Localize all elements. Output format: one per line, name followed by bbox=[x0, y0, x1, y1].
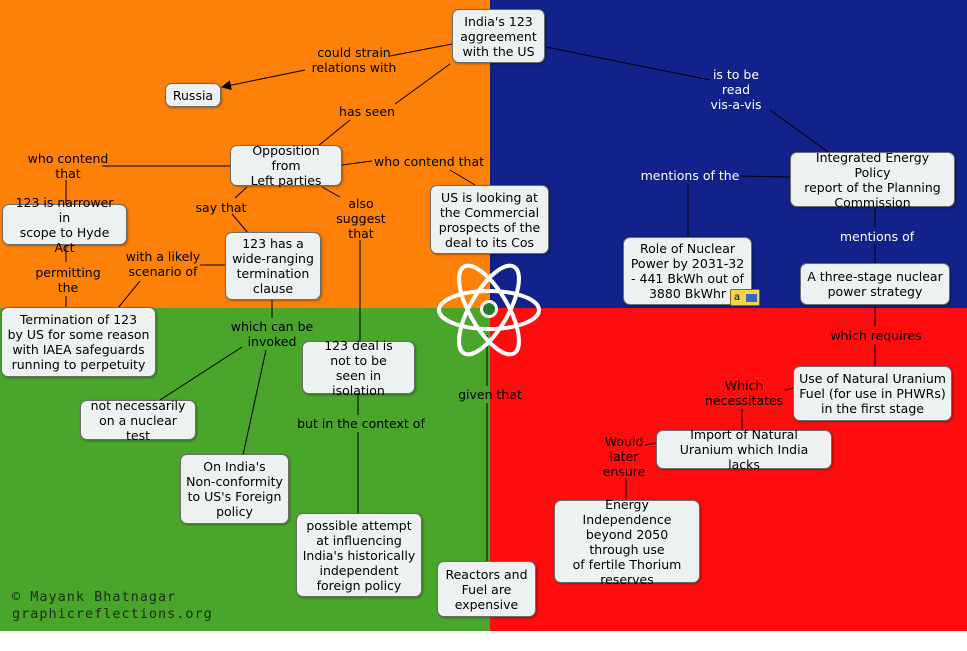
node-three-stage-strategy[interactable]: A three-stage nuclear power strategy bbox=[800, 263, 950, 305]
link-given-that: given that bbox=[458, 387, 522, 402]
atom-logo bbox=[437, 263, 541, 357]
node-india-123-agreement[interactable]: India's 123 aggreement with the US bbox=[452, 9, 545, 63]
note-icon-lines bbox=[746, 294, 757, 302]
note-icon-letter: a bbox=[734, 292, 741, 303]
link-could-strain: could strain relations with bbox=[311, 45, 397, 75]
node-role-of-nuclear-power[interactable]: Role of Nuclear Power by 2031-32 - 441 B… bbox=[623, 237, 752, 305]
link-mentions-of: mentions of bbox=[839, 229, 915, 244]
node-opposition-left-parties[interactable]: Opposition from Left parties bbox=[230, 143, 342, 188]
credit-author: © Mayank Bhatnagar bbox=[12, 589, 177, 605]
node-natural-uranium-fuel[interactable]: Use of Natural Uranium Fuel (for use in … bbox=[793, 366, 952, 421]
link-which-necessitates: Which necessitates bbox=[704, 378, 784, 408]
node-import-natural-uranium[interactable]: Import of Natural Uranium which India la… bbox=[656, 427, 832, 472]
link-would-later-ensure: Would later ensure bbox=[602, 434, 646, 479]
link-has-seen: has seen bbox=[339, 104, 395, 119]
link-who-contend-left: who contend that bbox=[27, 151, 109, 181]
credit: © Mayank Bhatnagar graphicreflections.or… bbox=[12, 589, 213, 623]
node-termination-by-us[interactable]: Termination of 123 by US for some reason… bbox=[1, 307, 156, 377]
node-influencing-foreign-policy[interactable]: possible attempt at influencing India's … bbox=[296, 513, 422, 597]
node-termination-clause[interactable]: 123 has a wide-ranging termination claus… bbox=[225, 232, 321, 300]
node-not-in-isolation[interactable]: 123 deal is not to be seen in isolation bbox=[302, 338, 415, 398]
note-icon[interactable]: a bbox=[730, 289, 760, 306]
link-permitting: permitting the bbox=[35, 265, 101, 295]
credit-website[interactable]: graphicreflections.org bbox=[12, 606, 213, 622]
link-likely-scenario: with a likely scenario of bbox=[125, 249, 201, 279]
node-russia[interactable]: Russia bbox=[165, 83, 221, 107]
node-energy-independence[interactable]: Energy Independence beyond 2050 through … bbox=[554, 497, 700, 587]
link-mentions-of-the: mentions of the bbox=[640, 168, 740, 183]
link-also-suggest: also suggest that bbox=[336, 196, 386, 241]
link-say-that: say that bbox=[195, 200, 247, 215]
node-reactors-expensive[interactable]: Reactors and Fuel are expensive bbox=[437, 561, 536, 617]
link-read-vis-a-vis: is to be read vis-a-vis bbox=[710, 67, 762, 112]
link-context-of: but in the context of bbox=[297, 416, 425, 431]
node-us-commercial-prospects[interactable]: US is looking at the Commercial prospect… bbox=[430, 185, 549, 254]
node-not-nuclear-test[interactable]: not necessarily on a nuclear test bbox=[80, 398, 196, 443]
link-which-requires: which requires bbox=[830, 328, 922, 343]
link-who-contend-right: who contend that bbox=[373, 154, 485, 169]
link-can-be-invoked: which can be invoked bbox=[230, 319, 314, 349]
node-integrated-energy-policy[interactable]: Integrated Energy Policy report of the P… bbox=[790, 150, 955, 210]
node-narrower-hyde-act[interactable]: 123 is narrower in scope to Hyde Act bbox=[2, 195, 127, 255]
node-non-conformity[interactable]: On India's Non-conformity to US's Foreig… bbox=[180, 454, 289, 524]
